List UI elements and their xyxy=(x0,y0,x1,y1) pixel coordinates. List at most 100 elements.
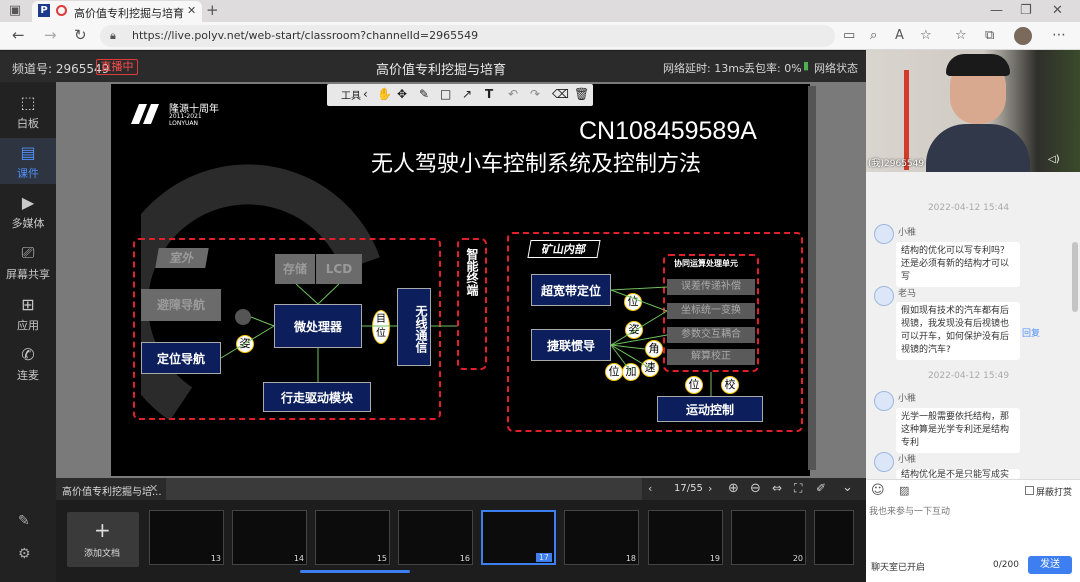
forward-icon[interactable]: → xyxy=(44,26,57,44)
favorite-icon[interactable]: ☆ xyxy=(920,28,932,43)
sidebar-item-screen-share[interactable]: ⎚ 屏幕共享 xyxy=(0,238,56,284)
url-field[interactable]: 🔒︎ https://live.polyv.net/web-start/clas… xyxy=(100,25,835,47)
read-aloud-icon[interactable]: A xyxy=(895,28,904,43)
chat-scrollbar[interactable] xyxy=(1072,242,1078,312)
slide-thumbnail[interactable]: 13 xyxy=(149,510,224,565)
zoom-out-icon[interactable]: ⊖ xyxy=(750,481,761,496)
image-icon[interactable]: ▨ xyxy=(899,484,910,497)
position-nav-box: 定位导航 xyxy=(141,342,221,374)
doc-nav-bar: 高价值专利挖掘与培... ✕ ‹ 17/55 › ⊕ ⊖ ⇔ ⛶ ✐ ⌄ xyxy=(56,478,866,500)
reply-link[interactable]: 回复 xyxy=(1022,329,1041,339)
angle-circle: 角 xyxy=(645,340,663,358)
camera-icon[interactable]: ▭ xyxy=(843,28,856,43)
doc-close-icon[interactable]: ✕ xyxy=(149,482,159,495)
slide-thumbnail[interactable]: 15 xyxy=(315,510,390,565)
minimize-icon[interactable]: — xyxy=(990,3,1003,18)
block-reward-checkbox[interactable] xyxy=(1025,486,1034,495)
redo-icon[interactable]: ↷ xyxy=(530,87,541,101)
eraser-icon[interactable]: ⌫ xyxy=(552,87,569,101)
sidebar-item-label: 屏幕共享 xyxy=(6,268,50,281)
step-box: 解算校正 xyxy=(667,349,755,365)
more-menu-icon[interactable]: ⋯ xyxy=(1052,27,1066,43)
tools-label[interactable]: 工具 xyxy=(341,91,361,102)
courseware-icon: ▤ xyxy=(20,143,36,162)
window-menu-icon[interactable]: ▣ xyxy=(8,3,22,18)
slide-thumbnail[interactable]: 20 xyxy=(731,510,806,565)
trash-icon[interactable]: 🗑︎ xyxy=(574,87,590,101)
slide-thumbnail-active[interactable]: 17 xyxy=(481,510,556,565)
refresh-icon[interactable]: ↻ xyxy=(74,26,87,44)
collapse-icon[interactable]: ‹ xyxy=(363,87,368,101)
logo-name: LONYUAN xyxy=(169,120,198,127)
fullscreen-icon[interactable]: ⛶ xyxy=(794,481,803,495)
slide-thumbnail[interactable]: 19 xyxy=(648,510,723,565)
collapse-thumbs-icon[interactable]: ⌄ xyxy=(842,480,853,495)
slide-canvas[interactable]: 隆源十周年 2011-2021 LONYUAN CN108459589A 无人驾… xyxy=(111,84,810,476)
rectangle-icon[interactable]: □ xyxy=(440,87,452,101)
tab-close-icon[interactable]: ✕ xyxy=(187,4,197,17)
user-name: 小稚 xyxy=(898,455,917,465)
new-tab-icon[interactable]: + xyxy=(206,1,219,19)
close-window-icon[interactable]: ✕ xyxy=(1052,3,1063,18)
edit-icon[interactable]: ✎ xyxy=(18,513,30,529)
step-box: 坐标统一变换 xyxy=(667,303,755,319)
thumbnail-number: 19 xyxy=(709,554,720,563)
media-icon: ▶ xyxy=(21,193,35,212)
add-document-button[interactable]: + 添加文档 xyxy=(67,512,139,567)
fit-width-icon[interactable]: ⇔ xyxy=(772,481,783,495)
zoom-in-icon[interactable]: ⊕ xyxy=(728,481,739,496)
thumbnail-number: 13 xyxy=(210,554,221,563)
text-icon[interactable]: T xyxy=(485,87,494,101)
packet-loss-text: 丢包率: 0% xyxy=(744,62,802,75)
slide-thumbnail[interactable]: 14 xyxy=(232,510,307,565)
sidebar-item-label: 课件 xyxy=(17,167,39,180)
favorites-list-icon[interactable]: ☆ xyxy=(955,28,967,43)
thumbnail-number: 16 xyxy=(459,554,470,563)
user-avatar xyxy=(874,224,894,244)
slide-thumbnail[interactable]: 18 xyxy=(564,510,639,565)
sidebar-item-media[interactable]: ▶ 多媒体 xyxy=(0,188,56,234)
doc-title[interactable]: 高价值专利挖掘与培... xyxy=(62,487,162,498)
chat-input[interactable] xyxy=(869,504,1075,554)
sidebar-item-apps[interactable]: ⊞ 应用 xyxy=(0,290,56,336)
mic-icon: ◁) xyxy=(1048,154,1060,165)
send-button[interactable]: 发送 xyxy=(1028,556,1072,574)
calib-circle: 校 xyxy=(721,376,739,394)
collections-icon[interactable]: ⧉ xyxy=(985,28,995,43)
user-avatar xyxy=(874,452,894,472)
annotate-icon[interactable]: ✐ xyxy=(816,481,827,495)
hand-icon[interactable]: ✋ xyxy=(377,87,392,101)
user-avatar xyxy=(874,391,894,411)
thumbnail-scrollbar[interactable] xyxy=(300,570,410,573)
move-icon[interactable]: ✥ xyxy=(397,87,408,101)
char-counter: 0/200 xyxy=(993,560,1019,570)
zoom-icon[interactable]: ⌕ xyxy=(870,28,878,43)
back-icon[interactable]: ← xyxy=(12,26,25,44)
screen-share-icon: ⎚ xyxy=(21,243,35,262)
maximize-icon[interactable]: ❐ xyxy=(1020,3,1032,18)
settings-icon[interactable]: ⚙ xyxy=(18,546,31,562)
watermark-arc xyxy=(141,164,380,421)
slide-thumbnail[interactable]: 16 xyxy=(398,510,473,565)
emoji-icon[interactable]: ☺ xyxy=(871,483,885,498)
pen-icon[interactable]: ✎ xyxy=(419,87,430,101)
logo-years: 2011-2021 xyxy=(169,113,202,120)
chat-message: 结构优化是不是只能写成实用 xyxy=(896,469,1020,479)
video-caption: (我)2965549 xyxy=(868,159,925,169)
profile-avatar[interactable] xyxy=(1014,27,1032,45)
arrow-icon[interactable]: ↗ xyxy=(462,87,473,101)
user-name: 老马 xyxy=(898,289,917,299)
whiteboard-icon: ⬚ xyxy=(20,93,36,112)
sidebar-item-courseware[interactable]: ▤ 课件 xyxy=(0,138,56,184)
next-page-icon[interactable]: › xyxy=(708,482,713,495)
slide-thumbnail-partial[interactable] xyxy=(814,510,854,565)
sidebar-item-whiteboard[interactable]: ⬚ 白板 xyxy=(0,88,56,134)
step-box: 误差传递补偿 xyxy=(667,279,755,295)
prev-page-icon[interactable]: ‹ xyxy=(648,482,653,495)
sidebar-item-connect-mic[interactable]: ✆ 连麦 xyxy=(0,340,56,386)
undo-icon[interactable]: ↶ xyxy=(508,87,519,101)
stage-scrollbar[interactable] xyxy=(808,86,816,470)
browser-tab[interactable]: P 高价值专利挖掘与培育 ✕ xyxy=(32,1,202,22)
network-status[interactable]: 网络状态 xyxy=(814,62,858,75)
uwb-position-box: 超宽带定位 xyxy=(531,274,611,306)
